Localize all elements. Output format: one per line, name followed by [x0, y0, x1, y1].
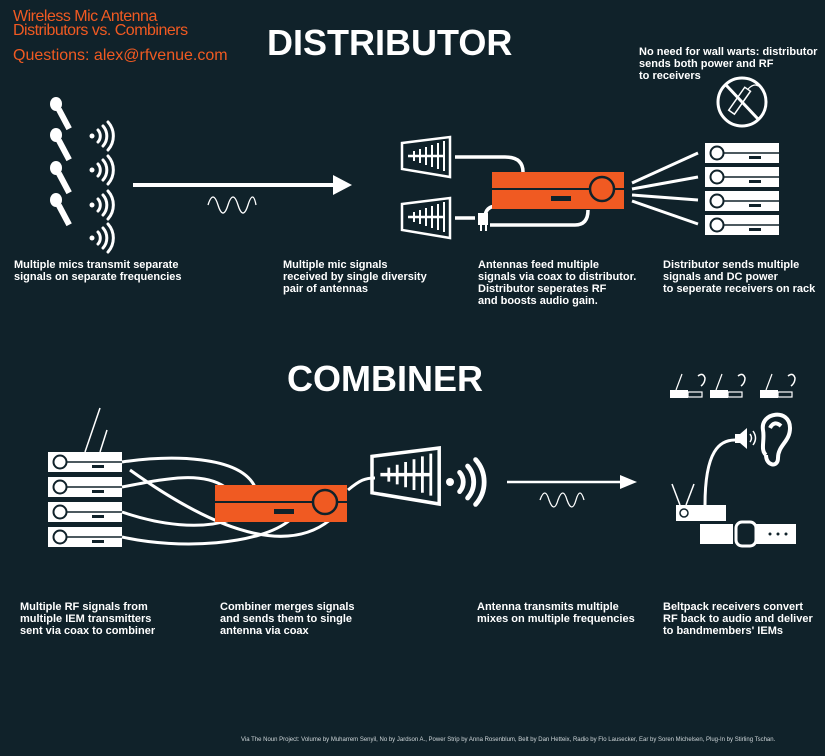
- distributor-title: DISTRIBUTOR: [267, 22, 513, 63]
- combiner-title: COMBINER: [287, 358, 483, 399]
- beltpack-icons: [669, 373, 796, 399]
- volume-icon: [735, 428, 757, 449]
- fan-out-lines: [631, 151, 699, 226]
- icon-credits: Via The Noun Project: Volume by Muharrem…: [241, 737, 776, 743]
- transmitter-antennas: [84, 407, 108, 453]
- distributor-caption-2: Multiple mic signals received by single …: [283, 259, 427, 295]
- sine-wave-icon: [539, 492, 585, 508]
- combiner-caption-2: Combiner merges signals and sends them t…: [220, 601, 355, 637]
- arrow-right-icon: [507, 475, 637, 489]
- contact-email: Questions: alex@rfvenue.com: [13, 47, 228, 64]
- receiver-rack-icon: [704, 142, 780, 236]
- title-line-2: Distributors vs. Combiners: [13, 22, 188, 39]
- combiner-caption-3: Antenna transmits multiple mixes on mult…: [477, 601, 635, 625]
- combiner-caption-1: Multiple RF signals from multiple IEM tr…: [20, 601, 156, 637]
- arrow-right-icon: [133, 175, 352, 195]
- distributor-caption-3: Antennas feed multiple signals via coax …: [478, 259, 637, 307]
- wall-wart-note: No need for wall warts: distributor send…: [639, 46, 818, 82]
- belt-icon: [700, 520, 796, 548]
- wireless-signal-icons: [88, 120, 115, 254]
- power-plug-icon: [478, 213, 488, 231]
- sine-wave-icon: [207, 196, 257, 214]
- wireless-signal-icon: [446, 460, 484, 505]
- no-power-strip-icon: [716, 76, 768, 128]
- radio-icon: [671, 438, 736, 521]
- title-line-1: Wireless Mic Antenna: [13, 8, 157, 25]
- microphones-icon: [50, 97, 72, 227]
- header-title: Wireless Mic Antenna Distributors vs. Co…: [13, 8, 188, 39]
- combiner-caption-4: Beltpack receivers convert RF back to au…: [663, 601, 813, 637]
- antenna-icons: [400, 135, 452, 240]
- ear-icon: [760, 412, 793, 467]
- transmitter-rack-icon: [47, 451, 123, 548]
- distributor-caption-4: Distributor sends multiple signals and D…: [663, 259, 816, 295]
- combiner-icon: [213, 483, 349, 524]
- antenna-icon: [370, 446, 441, 506]
- distributor-icon: [490, 170, 626, 211]
- distributor-caption-1: Multiple mics transmit separate signals …: [14, 259, 182, 283]
